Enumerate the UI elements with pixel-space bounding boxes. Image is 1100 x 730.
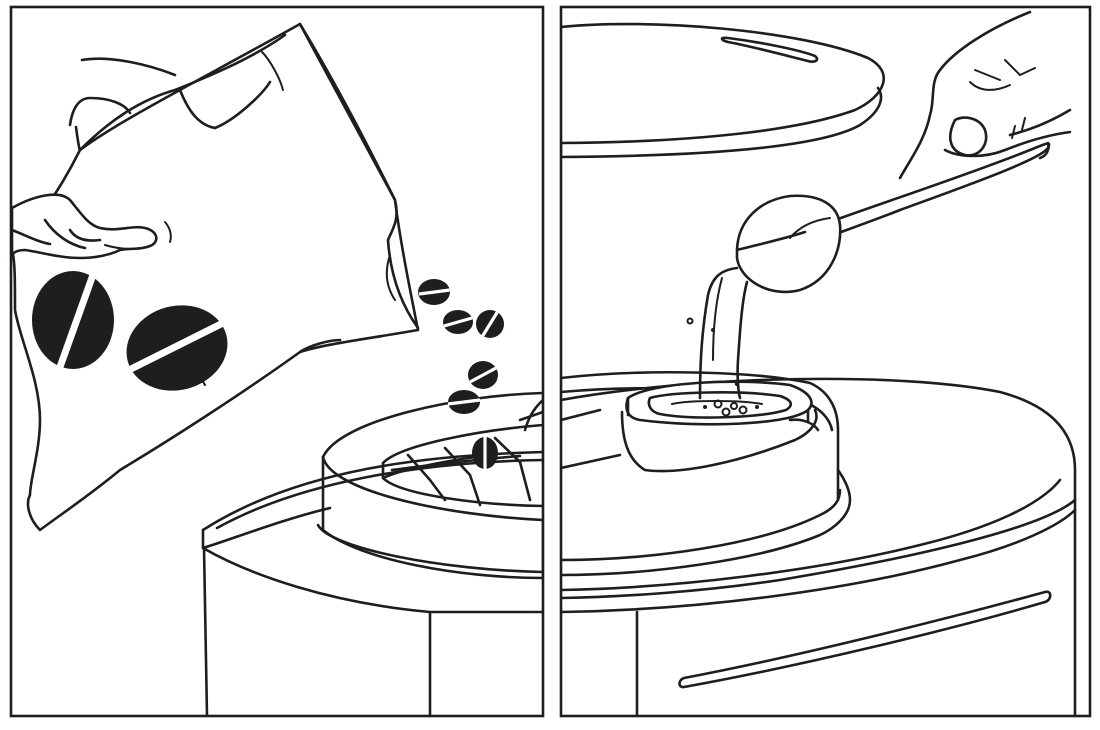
bean-bag — [11, 22, 420, 532]
coffee-bean-icon — [32, 270, 228, 391]
grinder-hopper — [316, 391, 543, 580]
measuring-scoop — [735, 141, 1051, 294]
bean-hopper-grid — [381, 398, 543, 508]
falling-bean — [468, 361, 498, 389]
hand-right — [898, 10, 1072, 180]
panel-right — [561, 10, 1077, 716]
hopper-lid — [561, 22, 886, 159]
falling-bean — [476, 310, 504, 338]
falling-bean — [472, 437, 498, 469]
panel-left — [11, 22, 543, 716]
machine-body — [561, 377, 1077, 716]
powder-stream — [686, 266, 749, 400]
falling-bean — [443, 310, 473, 334]
panel-right-frame — [559, 5, 1092, 718]
hand-lower — [11, 193, 172, 260]
powder-cup — [620, 380, 820, 473]
falling-bean — [447, 390, 481, 414]
falling-beans — [418, 279, 504, 469]
panel-left-frame — [9, 5, 545, 718]
falling-bean — [418, 279, 451, 305]
